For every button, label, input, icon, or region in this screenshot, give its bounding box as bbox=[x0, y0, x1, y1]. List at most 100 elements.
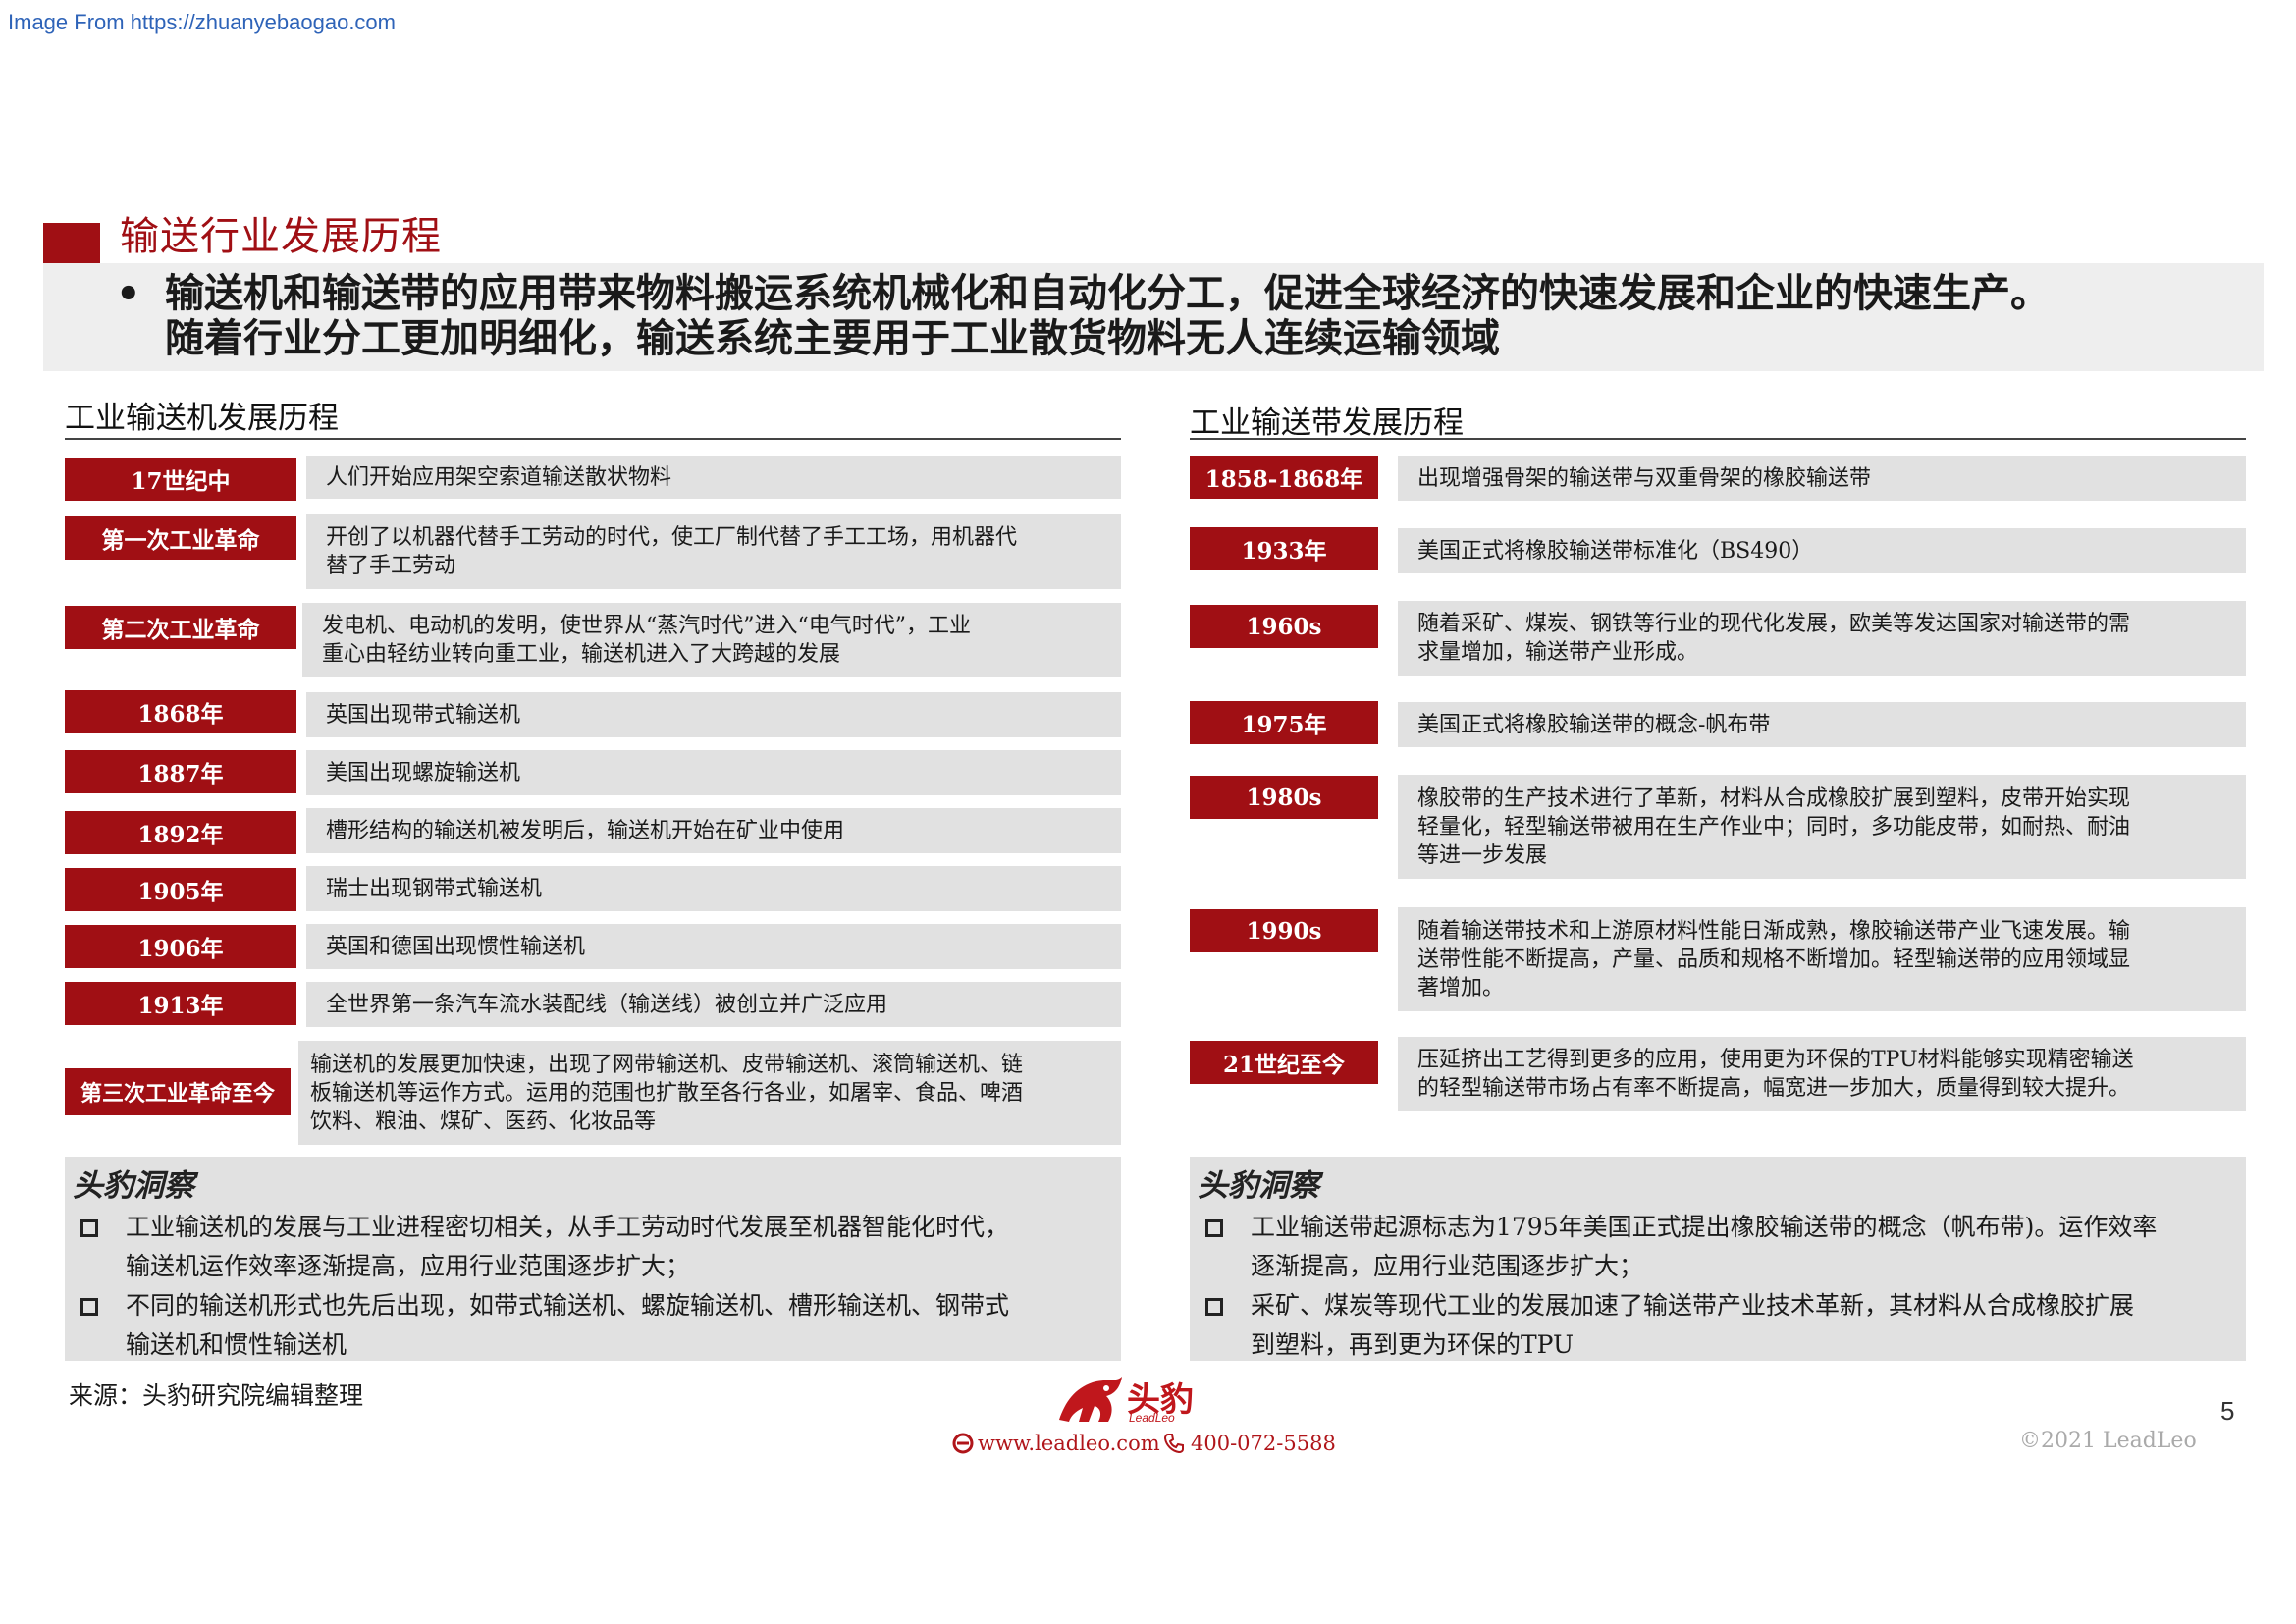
timeline-desc: 随着采矿、煤炭、钢铁等行业的现代化发展，欧美等发达国家对输送带的需求量增加，输送… bbox=[1398, 601, 2246, 676]
summary-box bbox=[43, 263, 2264, 371]
source-note: 来源：头豹研究院编辑整理 bbox=[69, 1381, 364, 1410]
timeline-tag: 1975年 bbox=[1190, 701, 1378, 744]
insight-line: 工业输送带起源标志为1795年美国正式提出橡胶输送带的概念（帆布带)。运作效率 bbox=[1251, 1213, 2158, 1241]
copyright: ©2021 LeadLeo bbox=[2019, 1429, 2197, 1453]
timeline-desc: 开创了以机器代替手工劳动的时代，使工厂制代替了手工工场，用机器代替了手工劳动 bbox=[306, 514, 1121, 589]
insight-point: 不同的输送机形式也先后出现，如带式输送机、螺旋输送机、槽形输送机、钢带式输送机和… bbox=[80, 1286, 1111, 1365]
timeline-tag: 21世纪至今 bbox=[1190, 1041, 1378, 1084]
left-section-heading: 工业输送机发展历程 bbox=[65, 401, 339, 436]
watermark-text: Image From https://zhuanyebaogao.com bbox=[8, 10, 396, 34]
desc-line: 发电机、电动机的发明，使世界从“蒸汽时代”进入“电气时代”，工业 bbox=[322, 614, 971, 638]
insight-line: 逐渐提高，应用行业范围逐步扩大； bbox=[1251, 1252, 1644, 1280]
desc-line: 输送机的发展更加快速，出现了网带输送机、皮带输送机、滚筒输送机、链 bbox=[310, 1052, 1024, 1077]
insight-line: 输送机和惯性输送机 bbox=[126, 1330, 347, 1359]
checkbox-bullet-icon bbox=[80, 1219, 98, 1237]
desc-line: 著增加。 bbox=[1417, 975, 1505, 1001]
website-text[interactable]: www.leadleo.com bbox=[978, 1432, 1160, 1455]
insight-line: 到塑料，再到更为环保的TPU bbox=[1251, 1330, 1575, 1359]
desc-line: 槽形结构的输送机被发明后，输送机开始在矿业中使用 bbox=[326, 818, 845, 843]
timeline-desc: 美国正式将橡胶输送带的概念-帆布带 bbox=[1398, 702, 2246, 747]
timeline-desc: 英国出现带式输送机 bbox=[306, 692, 1121, 737]
timeline-tag: 1892年 bbox=[65, 811, 296, 854]
summary-text: 输送机和输送带的应用带来物料搬运系统机械化和自动化分工，促进全球经济的快速发展和… bbox=[165, 271, 2246, 361]
desc-line: 人们开始应用架空索道输送散状物料 bbox=[326, 464, 672, 490]
timeline-desc: 全世界第一条汽车流水装配线（输送线）被创立并广泛应用 bbox=[306, 982, 1121, 1027]
timeline-desc: 发电机、电动机的发明，使世界从“蒸汽时代”进入“电气时代”，工业重心由轻纺业转向… bbox=[302, 603, 1121, 677]
timeline-tag: 1990s bbox=[1190, 909, 1378, 952]
timeline-tag: 17世纪中 bbox=[65, 458, 296, 501]
timeline-tag: 1887年 bbox=[65, 750, 296, 793]
desc-line: 重心由轻纺业转向重工业，输送机进入了大跨越的发展 bbox=[322, 642, 841, 667]
page-title: 输送行业发展历程 bbox=[120, 214, 442, 259]
insight-list: 工业输送机的发展与工业进程密切相关，从手工劳动时代发展至机器智能化时代， 输送机运… bbox=[80, 1208, 1111, 1365]
right-section-rule bbox=[1190, 438, 2246, 440]
desc-line: 橡胶带的生产技术进行了革新，材料从合成橡胶扩展到塑料，皮带开始实现 bbox=[1417, 785, 2131, 811]
checkbox-bullet-icon bbox=[80, 1298, 98, 1316]
timeline-tag: 1906年 bbox=[65, 925, 296, 968]
phone-text[interactable]: 400-072-5588 bbox=[1191, 1432, 1336, 1455]
timeline-desc: 槽形结构的输送机被发明后，输送机开始在矿业中使用 bbox=[306, 808, 1121, 853]
timeline-desc: 人们开始应用架空索道输送散状物料 bbox=[306, 456, 1121, 499]
timeline-tag: 第二次工业革命 bbox=[65, 606, 296, 649]
timeline-desc: 橡胶带的生产技术进行了革新，材料从合成橡胶扩展到塑料，皮带开始实现轻量化，轻型输… bbox=[1398, 775, 2246, 879]
desc-line: 送带性能不断提高，产量、品质和规格不断增加。轻型输送带的应用领域显 bbox=[1417, 947, 2131, 972]
desc-line: 求量增加，输送带产业形成。 bbox=[1417, 640, 1699, 665]
timeline-tag: 1913年 bbox=[65, 982, 296, 1025]
desc-line: 出现增强骨架的输送带与双重骨架的橡胶输送带 bbox=[1417, 465, 1872, 491]
insight-line: 采矿、煤炭等现代工业的发展加速了输送带产业技术革新，其材料从合成橡胶扩展 bbox=[1251, 1291, 2135, 1320]
timeline-desc: 瑞士出现钢带式输送机 bbox=[306, 866, 1121, 911]
desc-line: 美国出现螺旋输送机 bbox=[326, 760, 521, 785]
insight-point: 工业输送带起源标志为1795年美国正式提出橡胶输送带的概念（帆布带)。运作效率逐… bbox=[1205, 1208, 2236, 1286]
desc-line: 英国出现带式输送机 bbox=[326, 702, 521, 728]
footer-phone[interactable]: 400-072-5588 bbox=[1163, 1432, 1336, 1455]
insight-title: 头豹洞察 bbox=[73, 1168, 194, 1204]
desc-line: 轻量化，轻型输送带被用在生产作业中；同时，多功能皮带，如耐热、耐油 bbox=[1417, 814, 2131, 839]
summary-line: 输送机和输送带的应用带来物料搬运系统机械化和自动化分工，促进全球经济的快速发展和… bbox=[165, 270, 2050, 316]
timeline-desc: 随着输送带技术和上游原材料性能日渐成熟，橡胶输送带产业飞速发展。输送带性能不断提… bbox=[1398, 907, 2246, 1011]
timeline-tag: 1868年 bbox=[65, 690, 296, 733]
timeline-desc: 美国正式将橡胶输送带标准化（BS490） bbox=[1398, 528, 2246, 573]
footer-website[interactable]: www.leadleo.com bbox=[952, 1432, 1160, 1455]
insight-title: 头豹洞察 bbox=[1198, 1168, 1319, 1204]
summary-line: 随着行业分工更加明细化，输送系统主要用于工业散货物料无人连续运输领域 bbox=[165, 315, 1500, 361]
desc-line: 等进一步发展 bbox=[1417, 842, 1548, 868]
logo-subtitle: LeadLeo bbox=[1129, 1411, 1175, 1425]
insight-line: 输送机运作效率逐渐提高，应用行业范围逐步扩大； bbox=[126, 1252, 691, 1280]
summary-bullet: • bbox=[116, 271, 141, 317]
right-section-heading: 工业输送带发展历程 bbox=[1190, 406, 1464, 441]
timeline-tag: 1858-1868年 bbox=[1190, 456, 1378, 499]
timeline-desc: 英国和德国出现惯性输送机 bbox=[306, 924, 1121, 969]
insight-line: 不同的输送机形式也先后出现，如带式输送机、螺旋输送机、槽形输送机、钢带式 bbox=[126, 1291, 1010, 1320]
timeline-desc: 美国出现螺旋输送机 bbox=[306, 750, 1121, 795]
page-number: 5 bbox=[2220, 1396, 2235, 1426]
timeline-desc: 压延挤出工艺得到更多的应用，使用更为环保的TPU材料能够实现精密输送的轻型输送带… bbox=[1398, 1037, 2246, 1111]
insight-line: 工业输送机的发展与工业进程密切相关，从手工劳动时代发展至机器智能化时代， bbox=[126, 1213, 1010, 1241]
timeline-tag: 1933年 bbox=[1190, 527, 1378, 570]
timeline-tag: 第三次工业革命至今 bbox=[65, 1068, 291, 1115]
web-e-icon bbox=[952, 1433, 974, 1454]
phone-icon bbox=[1163, 1434, 1184, 1454]
timeline-tag: 1960s bbox=[1190, 605, 1378, 648]
desc-line: 随着采矿、煤炭、钢铁等行业的现代化发展，欧美等发达国家对输送带的需 bbox=[1417, 612, 2131, 636]
desc-line: 瑞士出现钢带式输送机 bbox=[326, 876, 543, 901]
timeline-tag: 1980s bbox=[1190, 776, 1378, 819]
desc-line: 全世界第一条汽车流水装配线（输送线）被创立并广泛应用 bbox=[326, 992, 888, 1017]
timeline-desc: 出现增强骨架的输送带与双重骨架的橡胶输送带 bbox=[1398, 456, 2246, 501]
left-insight-box: 头豹洞察 工业输送机的发展与工业进程密切相关，从手工劳动时代发展至机器智能化时代… bbox=[65, 1157, 1121, 1361]
logo-text: 头豹 bbox=[1127, 1381, 1194, 1419]
right-insight-box: 头豹洞察 工业输送带起源标志为1795年美国正式提出橡胶输送带的概念（帆布带)。… bbox=[1190, 1157, 2246, 1361]
desc-line: 美国正式将橡胶输送带标准化（BS490） bbox=[1417, 538, 1814, 564]
timeline-tag: 1905年 bbox=[65, 868, 296, 911]
insight-list: 工业输送带起源标志为1795年美国正式提出橡胶输送带的概念（帆布带)。运作效率逐… bbox=[1205, 1208, 2236, 1365]
desc-line: 美国正式将橡胶输送带的概念-帆布带 bbox=[1417, 712, 1771, 737]
desc-line: 替了手工劳动 bbox=[326, 554, 456, 578]
checkbox-bullet-icon bbox=[1205, 1219, 1223, 1237]
desc-line: 随着输送带技术和上游原材料性能日渐成熟，橡胶输送带产业飞速发展。输 bbox=[1417, 918, 2131, 944]
leopard-logo-icon bbox=[1059, 1377, 1122, 1422]
insight-point: 工业输送机的发展与工业进程密切相关，从手工劳动时代发展至机器智能化时代， 输送机运… bbox=[80, 1208, 1111, 1286]
desc-line: 的轻型输送带市场占有率不断提高，幅宽进一步加大，质量得到较大提升。 bbox=[1417, 1076, 2131, 1101]
desc-line: 压延挤出工艺得到更多的应用，使用更为环保的TPU材料能够实现精密输送 bbox=[1417, 1048, 2134, 1072]
desc-line: 板输送机等运作方式。运用的范围也扩散至各行各业，如屠宰、食品、啤酒 bbox=[310, 1080, 1024, 1106]
left-section-rule bbox=[65, 438, 1121, 440]
desc-line: 饮料、粮油、煤矿、医药、化妆品等 bbox=[310, 1109, 657, 1134]
